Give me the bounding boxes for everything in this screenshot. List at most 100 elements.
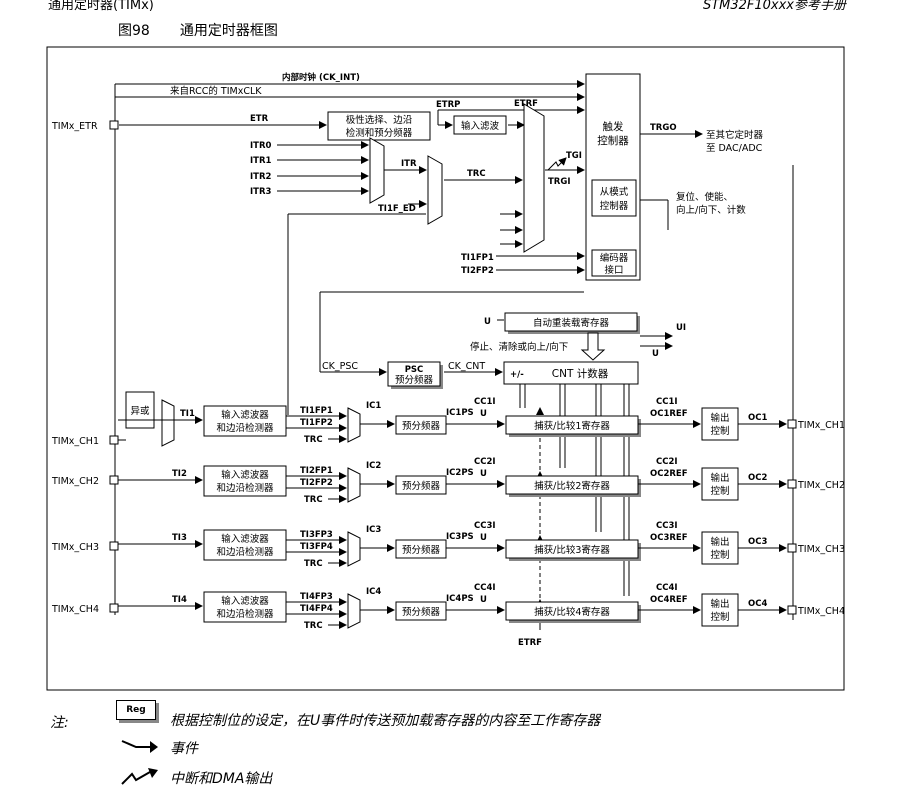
ti3-label: TI3 xyxy=(172,533,187,543)
interrupt-icon xyxy=(120,768,160,790)
ic3-mux xyxy=(347,531,361,567)
ch2-fp-b: TI2FP2 xyxy=(300,478,333,488)
capcomp1-register xyxy=(505,415,639,435)
u-counter: U xyxy=(652,349,659,359)
autoreload-register xyxy=(504,312,638,332)
ch2-trc: TRC xyxy=(304,495,323,505)
ic4-mux xyxy=(347,593,361,629)
etrf-label: ETRF xyxy=(514,99,538,109)
ch4-filter-line1: 输入滤波器 xyxy=(221,595,269,607)
capcomp4-register xyxy=(505,601,639,621)
ch3-fp-a: TI3FP3 xyxy=(300,530,333,540)
oc2-label: OC2 xyxy=(748,473,767,483)
slave-controller xyxy=(591,179,637,217)
ic2-label: IC2 xyxy=(366,461,381,471)
trc-mux xyxy=(427,155,443,225)
itr1-label: ITR1 xyxy=(250,156,272,166)
ti2-label: TI2 xyxy=(172,469,187,479)
figure-number: 图98 xyxy=(118,23,150,39)
clock-lines xyxy=(114,80,703,615)
event-icon xyxy=(120,737,160,757)
cc3i-out-label: CC3I xyxy=(656,521,678,531)
cc1i-out-label: CC1I xyxy=(656,397,678,407)
ch4-out-pin-label: TIMx_CH4 xyxy=(797,606,845,617)
ch3-out-pin-label: TIMx_CH3 xyxy=(797,544,845,555)
ch1-fp-b: TI1FP2 xyxy=(300,418,333,428)
ch1-out-line1: 输出 xyxy=(710,412,729,424)
ch3-filter-line2: 和边沿检测器 xyxy=(216,546,274,558)
reg-note: 根据控制位的设定，在U事件时传送预加载寄存器的内容至工作寄存器 xyxy=(170,713,601,729)
ch3-pin xyxy=(109,541,119,551)
etr-input-filter xyxy=(453,115,507,135)
ch2-prescaler xyxy=(395,475,447,495)
ch2-prescaler-label: 预分频器 xyxy=(402,480,441,492)
polarity-line2: 检测和预分频器 xyxy=(346,127,413,139)
xor-label: 异或 xyxy=(130,405,150,417)
ch2-filter-line2: 和边沿检测器 xyxy=(216,482,274,494)
itr2-label: ITR2 xyxy=(250,172,272,182)
etr-pin xyxy=(109,120,119,130)
ch2-u: U xyxy=(480,469,487,479)
ck-cnt-label: CK_CNT xyxy=(448,361,485,372)
oc3ref-label: OC3REF xyxy=(650,533,688,543)
cc4i-out-label: CC4I xyxy=(656,583,678,593)
ic2ps-label: IC2PS xyxy=(446,468,474,478)
ic1-mux xyxy=(347,407,361,443)
ch4-out-pin xyxy=(787,605,797,615)
reset-info-line1: 复位、使能、 xyxy=(676,191,733,203)
reset-info-line2: 向上/向下、计数 xyxy=(676,204,746,216)
ch2-fp-a: TI2FP1 xyxy=(300,466,333,476)
ch4-filter-line2: 和边沿检测器 xyxy=(216,608,274,620)
trgi-mux xyxy=(523,103,545,253)
itr0-label: ITR0 xyxy=(250,141,272,151)
ch4-output-ctrl xyxy=(701,593,739,627)
note-label: 注: xyxy=(50,715,69,731)
header-manual: STM32F10xxx参考手册 xyxy=(702,0,846,13)
capcomp3-label: 捕获/比较3寄存器 xyxy=(534,544,610,556)
etrp-label: ETRP xyxy=(436,100,460,110)
ic2-mux xyxy=(347,467,361,503)
ch3-u: U xyxy=(480,533,487,543)
ch1-out-line2: 控制 xyxy=(710,425,729,437)
oc2ref-label: OC2REF xyxy=(650,469,688,479)
cc3i-label: CC3I xyxy=(474,521,496,531)
ch3-filter-line1: 输入滤波器 xyxy=(221,533,269,545)
trgo-label: TRGO xyxy=(650,123,677,133)
ch3-pin-label: TIMx_CH3 xyxy=(51,542,99,553)
psc-label2: 预分频器 xyxy=(395,374,434,386)
timxclk-label: 来自RCC的 TIMxCLK xyxy=(170,85,262,97)
autoreload-label: 自动重装载寄存器 xyxy=(533,317,610,329)
encoder-interface xyxy=(591,249,637,277)
interrupt-note: 中断和DMA输出 xyxy=(170,771,273,787)
ch4-prescaler-label: 预分频器 xyxy=(402,606,441,618)
capcomp1-label: 捕获/比较1寄存器 xyxy=(534,420,610,432)
cc2i-out-label: CC2I xyxy=(656,457,678,467)
ch1-prescaler xyxy=(395,415,447,435)
ic3ps-label: IC3PS xyxy=(446,532,474,542)
trgi-label: TRGI xyxy=(548,177,570,187)
header-chapter: 通用定时器(TIMx) xyxy=(48,0,154,13)
tgi-label: TGI xyxy=(566,151,582,161)
ch2-out-pin-label: TIMx_CH2 xyxy=(797,480,845,491)
ic1-label: IC1 xyxy=(366,401,381,411)
ch2-pin xyxy=(109,475,119,485)
ch4-out-line2: 控制 xyxy=(710,611,729,623)
diagram-frame xyxy=(46,46,845,691)
ch3-output-ctrl xyxy=(701,531,739,565)
cc2i-label: CC2I xyxy=(474,457,496,467)
ch1-pin-label: TIMx_CH1 xyxy=(51,436,99,447)
psc-label: PSC xyxy=(405,365,424,375)
cnt-label: CNT 计数器 xyxy=(552,367,609,380)
ch2-pin-label: TIMx_CH2 xyxy=(51,476,99,487)
ch1-filter-line1: 输入滤波器 xyxy=(221,409,269,421)
ch3-out-pin xyxy=(787,543,797,553)
ch1-fp-a: TI1FP1 xyxy=(300,406,333,416)
ch3-fp-b: TI3FP4 xyxy=(300,542,333,552)
capcomp2-label: 捕获/比较2寄存器 xyxy=(534,480,610,492)
cc1i-label: CC1I xyxy=(474,397,496,407)
encoder-line2: 接口 xyxy=(604,264,623,276)
ti1-mux xyxy=(161,399,175,447)
